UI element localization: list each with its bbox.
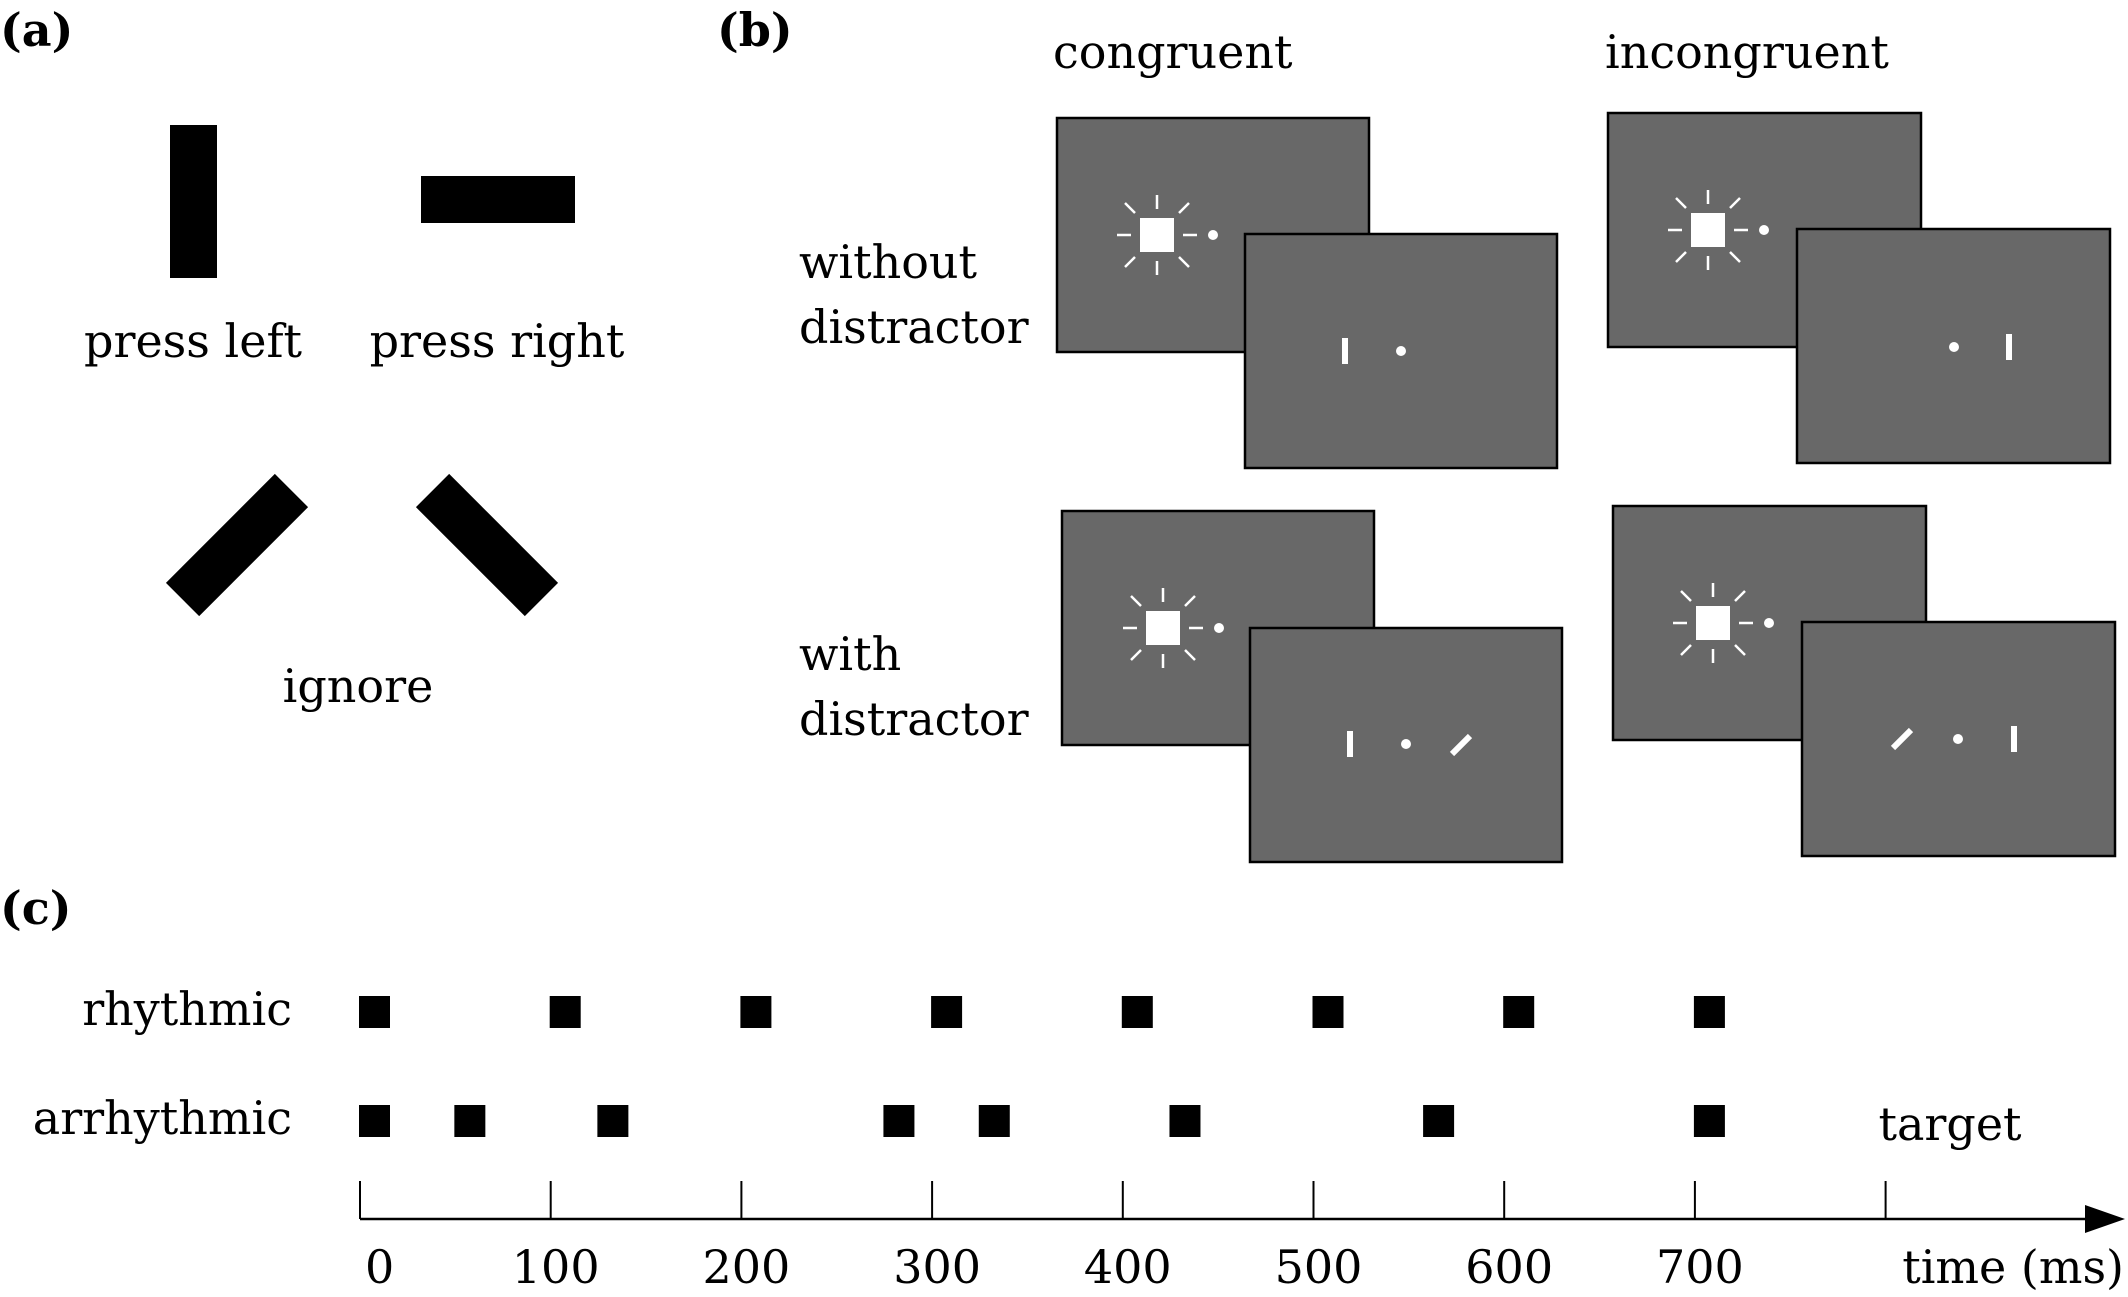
left-diagonal-bar-stimulus xyxy=(165,473,309,617)
vertical-bar-stimulus xyxy=(170,125,217,278)
time-axis-tick-label: 300 xyxy=(893,1240,981,1294)
rhythmic-stimulus-mark xyxy=(359,996,390,1028)
rhythmic-row-label: rhythmic xyxy=(82,982,292,1036)
flash-rays xyxy=(1673,583,1753,663)
arrhythmic-stimulus-mark xyxy=(978,1105,1010,1137)
horizontal-bar-stimulus xyxy=(421,176,575,223)
flash-cue xyxy=(1117,195,1197,275)
without-distractor-row-label-line2: distractor xyxy=(799,300,1029,354)
target-bar xyxy=(2006,334,2012,360)
panel-b: (b) congruent incongruent without distra… xyxy=(717,3,2117,864)
flash-square xyxy=(1146,611,1180,645)
fixation-dot xyxy=(1401,739,1411,749)
time-axis-tick-label: 500 xyxy=(1275,1240,1363,1294)
flash-rays xyxy=(1123,588,1203,668)
rhythmic-stimulus-mark xyxy=(1312,996,1344,1028)
time-axis-arrowhead xyxy=(2085,1205,2125,1233)
panel-c: (c) rhythmic arrhythmic target 0 100 200 30… xyxy=(0,881,2125,1294)
arrhythmic-stimulus-mark xyxy=(597,1105,629,1137)
arrhythmic-stimulus-mark xyxy=(1423,1105,1455,1137)
arrhythmic-stimulus-train xyxy=(359,1105,1725,1137)
fixation-dot xyxy=(1759,225,1769,235)
flash-rays xyxy=(1668,190,1748,270)
rhythmic-stimulus-mark xyxy=(1503,996,1535,1028)
arrhythmic-row-label: arrhythmic xyxy=(33,1091,292,1145)
panel-a-label: (a) xyxy=(0,3,73,57)
target-bar xyxy=(1342,338,1348,364)
time-axis-tick-label: 100 xyxy=(512,1240,600,1294)
time-axis-ticks xyxy=(359,1181,1887,1219)
rhythmic-stimulus-mark xyxy=(549,996,581,1028)
flash-rays xyxy=(1117,195,1197,275)
with-distractor-row-label-line1: with xyxy=(799,627,901,681)
congruent-column-label: congruent xyxy=(1053,25,1293,79)
flash-square xyxy=(1140,218,1174,252)
fixation-dot xyxy=(1949,342,1959,352)
time-axis-tick-label: 200 xyxy=(702,1240,790,1294)
rhythmic-stimulus-mark xyxy=(740,996,772,1028)
time-axis-label: time (ms) xyxy=(1902,1240,2124,1294)
arrhythmic-stimulus-mark xyxy=(883,1105,915,1137)
rhythmic-stimulus-train xyxy=(359,996,1725,1028)
target-label: target xyxy=(1878,1097,2022,1151)
fixation-dot xyxy=(1208,230,1218,240)
trial-congruent-without-distractor xyxy=(1055,116,1559,470)
arrhythmic-stimulus-mark xyxy=(1169,1105,1201,1137)
time-axis-tick-label: 400 xyxy=(1084,1240,1172,1294)
flash-square xyxy=(1696,606,1730,640)
distractor-bar xyxy=(1449,733,1473,757)
flash-cue xyxy=(1668,190,1748,270)
arrhythmic-stimulus-mark xyxy=(359,1105,390,1137)
flash-cue xyxy=(1673,583,1753,663)
panel-a: (a) press left press right ignore xyxy=(0,3,625,713)
with-distractor-row-label-line2: distractor xyxy=(799,692,1029,746)
time-axis-tick-label: 0 xyxy=(365,1240,394,1294)
press-left-label: press left xyxy=(84,314,302,368)
trial-congruent-with-distractor xyxy=(1060,509,1564,864)
rhythmic-stimulus-mark xyxy=(931,996,963,1028)
time-axis-tick-label: 700 xyxy=(1656,1240,1744,1294)
rhythmic-stimulus-mark xyxy=(1693,996,1725,1028)
flash-square xyxy=(1691,213,1725,247)
fixation-dot xyxy=(1396,346,1406,356)
time-axis-tick-label: 600 xyxy=(1465,1240,1553,1294)
flash-cue xyxy=(1123,588,1203,668)
trial-incongruent-with-distractor xyxy=(1611,504,2117,858)
arrhythmic-stimulus-mark xyxy=(454,1105,486,1137)
arrhythmic-stimulus-mark xyxy=(1693,1105,1725,1137)
without-distractor-row-label-line1: without xyxy=(799,235,978,289)
fixation-dot xyxy=(1214,623,1224,633)
incongruent-column-label: incongruent xyxy=(1605,25,1889,79)
distractor-bar xyxy=(1890,727,1914,751)
panel-b-label: (b) xyxy=(717,3,793,57)
time-axis-tick-labels: 0 100 200 300 400 500 600 700 xyxy=(365,1240,1744,1294)
target-bar xyxy=(2011,726,2017,752)
fixation-dot xyxy=(1764,618,1774,628)
ignore-label: ignore xyxy=(283,659,434,713)
right-diagonal-bar-stimulus xyxy=(415,473,559,617)
target-bar xyxy=(1347,731,1353,757)
fixation-dot xyxy=(1953,734,1963,744)
panel-c-label: (c) xyxy=(0,881,72,935)
press-right-label: press right xyxy=(370,314,625,368)
rhythmic-stimulus-mark xyxy=(1121,996,1153,1028)
trial-incongruent-without-distractor xyxy=(1606,111,2112,465)
